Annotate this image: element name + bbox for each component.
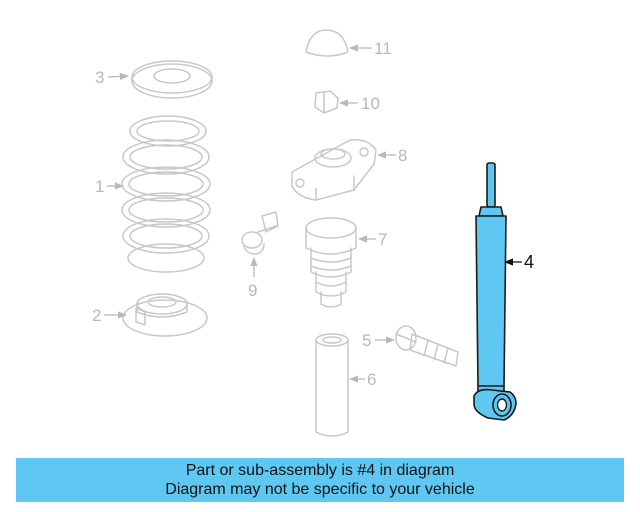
callout-10-label: 10 (361, 94, 380, 113)
part-5-bolt[interactable] (395, 325, 459, 367)
info-banner: Part or sub-assembly is #4 in diagram Di… (16, 458, 624, 502)
callout-2: 2 (92, 306, 127, 325)
parts-diagram: 3 1 2 11 10 8 9 7 5 6 4 (92, 29, 534, 437)
part-2-lower-spring-seat[interactable] (122, 293, 208, 337)
callout-1: 1 (95, 177, 124, 196)
part-8-upper-mount[interactable] (291, 138, 377, 201)
callout-9: 9 (248, 257, 258, 300)
callout-4: 4 (504, 252, 534, 272)
callout-3: 3 (95, 68, 129, 87)
part-7-bump-stop[interactable] (305, 217, 357, 308)
callout-5: 5 (362, 331, 395, 350)
callout-10: 10 (339, 94, 380, 113)
callout-7-label: 7 (378, 230, 387, 249)
part-11-cap[interactable] (305, 29, 349, 57)
callout-5-label: 5 (362, 331, 371, 350)
callout-11-label: 11 (374, 39, 392, 58)
callout-2-label: 2 (92, 306, 101, 325)
callout-1-label: 1 (95, 177, 104, 196)
part-3-spring-seat[interactable] (131, 60, 213, 99)
callout-11: 11 (349, 39, 392, 58)
banner-line-1: Part or sub-assembly is #4 in diagram (185, 462, 455, 479)
callout-7: 7 (358, 230, 387, 249)
part-4-shock-absorber[interactable] (473, 162, 517, 421)
callout-3-label: 3 (95, 68, 104, 87)
callout-6: 6 (349, 370, 376, 389)
banner-line-2: Diagram may not be specific to your vehi… (165, 481, 475, 498)
callout-8-label: 8 (398, 146, 407, 165)
callout-9-label: 9 (248, 281, 257, 300)
callout-4-label: 4 (524, 252, 534, 272)
callout-6-label: 6 (367, 370, 376, 389)
part-6-dust-boot[interactable] (315, 333, 349, 437)
part-10-nut[interactable] (314, 90, 339, 114)
part-9-bolt[interactable] (241, 211, 279, 255)
part-1-coil-spring[interactable] (121, 115, 211, 273)
callout-8: 8 (377, 146, 407, 165)
